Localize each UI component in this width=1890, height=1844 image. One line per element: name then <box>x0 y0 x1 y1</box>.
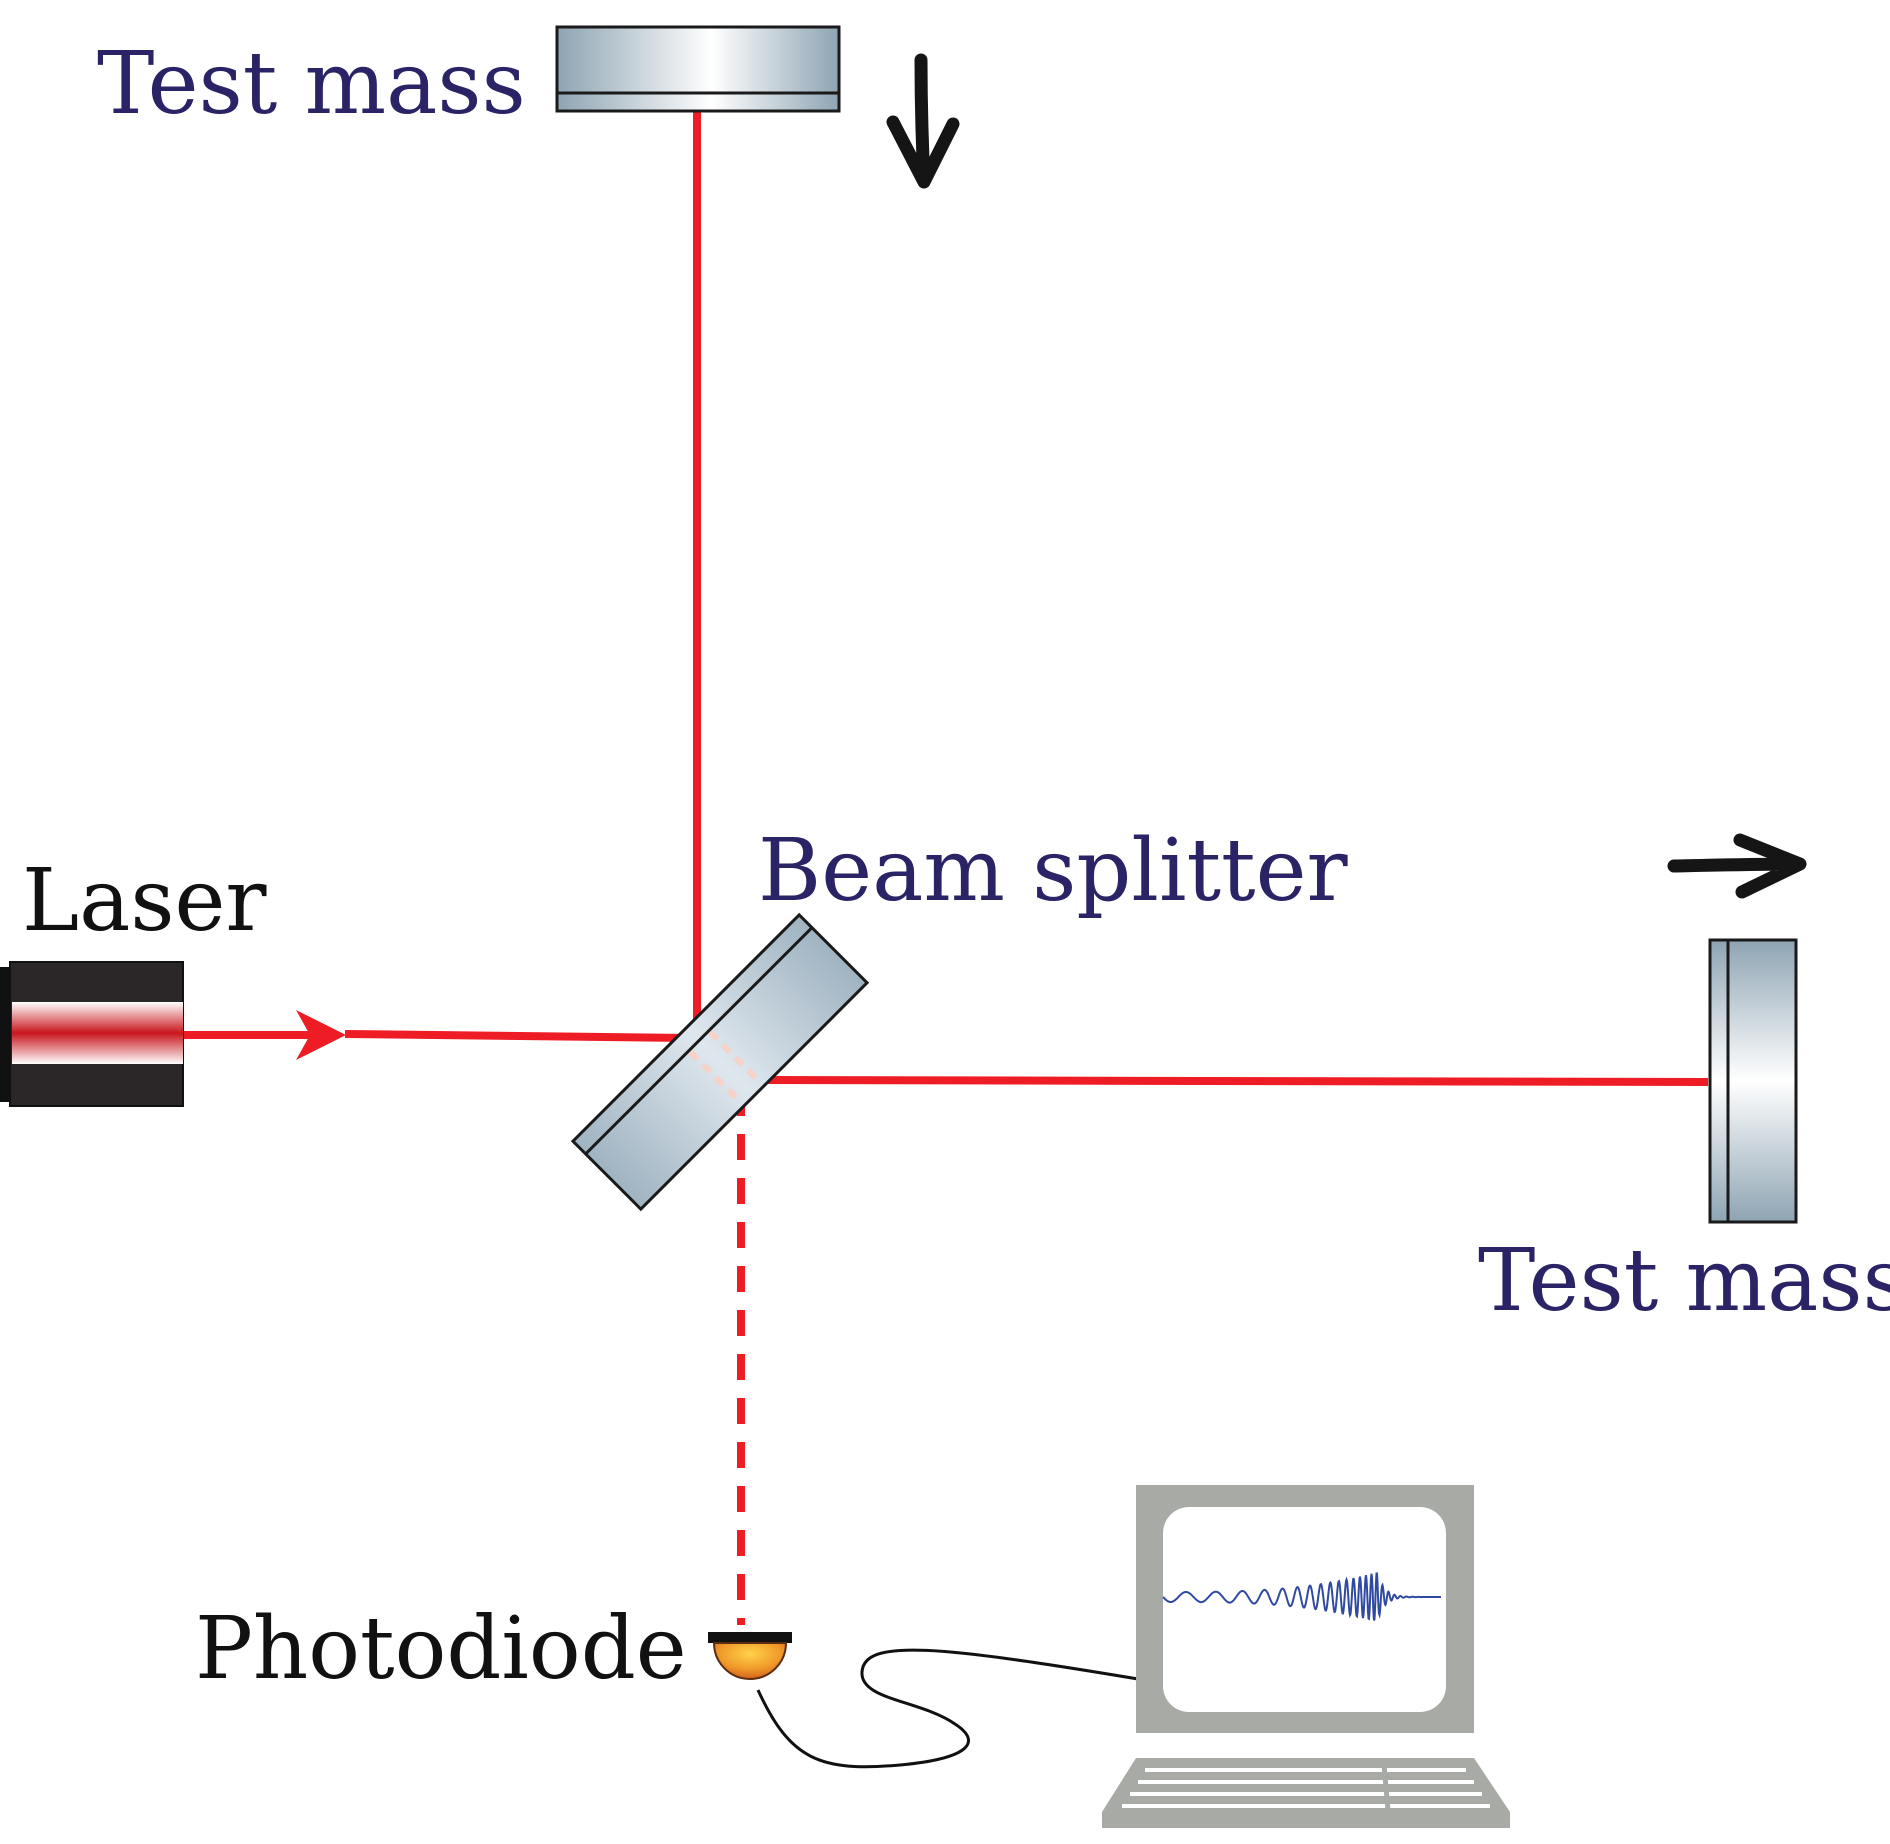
gravitational-wave-signal <box>1162 1572 1441 1621</box>
label-beam-splitter: Beam splitter <box>758 821 1348 921</box>
label-laser: Laser <box>22 851 267 951</box>
arrow-right-icon <box>1667 833 1807 899</box>
laser-source <box>0 961 184 1107</box>
label-test-mass-top: Test mass <box>97 34 526 134</box>
signal-cable <box>756 1648 1139 1769</box>
beam-direction-arrowhead <box>296 1010 346 1060</box>
label-photodiode: Photodiode <box>195 1599 687 1699</box>
horizontal-arm-beam <box>747 1076 1709 1086</box>
test-mass-right <box>1708 938 1798 1224</box>
laser-beams <box>182 112 1709 1625</box>
computer-monitor-icon <box>1136 1485 1474 1733</box>
photodiode-detector <box>708 1632 792 1680</box>
keyboard-icon <box>1102 1758 1510 1828</box>
test-mass-top <box>555 25 841 113</box>
label-test-mass-right: Test mass <box>1478 1231 1890 1331</box>
incoming-beam-segment-2 <box>344 1030 691 1042</box>
arrow-down-icon <box>886 53 960 189</box>
beam-splitter <box>570 912 870 1212</box>
